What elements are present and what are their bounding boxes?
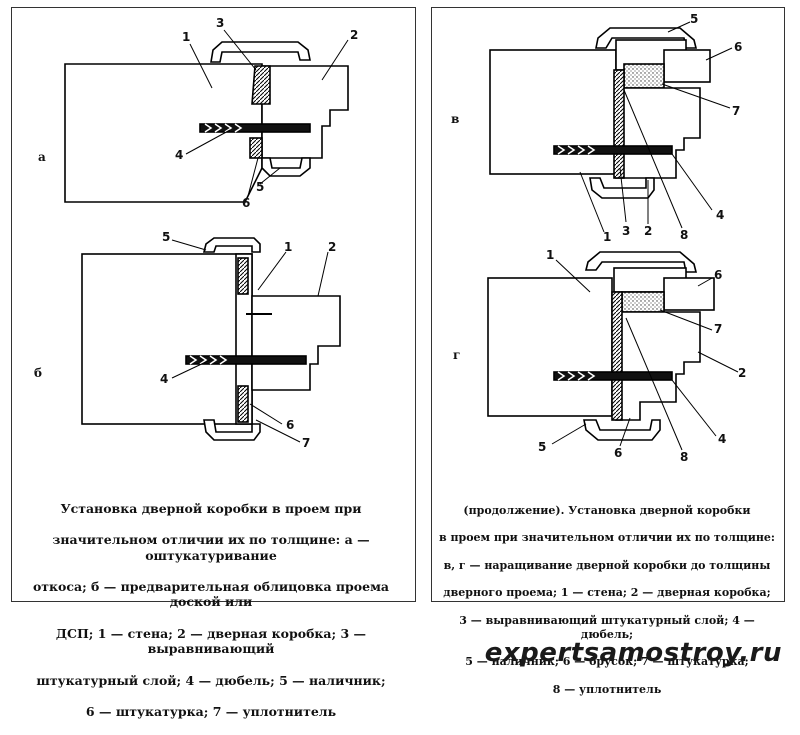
- door-frame-a: [261, 65, 349, 159]
- callout-g-5: 5: [538, 440, 547, 454]
- drawings: [64, 21, 739, 451]
- callout-b-6: 6: [286, 418, 295, 432]
- callout-g-2: 2: [738, 366, 747, 380]
- wall-a: [64, 63, 263, 203]
- callout-v-1: 1: [603, 230, 612, 244]
- figure-g-drawing: [487, 251, 715, 441]
- wall-b: [81, 253, 253, 425]
- door-frame-b: [251, 295, 341, 391]
- callout-g-1: 1: [546, 248, 555, 262]
- right-caption-line: в, г — наращивание дверной коробки до то…: [443, 558, 771, 572]
- callout-v-4: 4: [716, 208, 725, 222]
- callout-v-2: 2: [644, 224, 653, 238]
- callout-a-1: 1: [182, 30, 191, 44]
- left-caption-line: Установка дверной коробки в проем при: [60, 500, 362, 516]
- callout-b-7: 7: [302, 436, 311, 450]
- right-caption-line: в проем при значительном отличии их по т…: [439, 531, 775, 545]
- right-caption-line: 3 — выравнивающий штукатурный слой; 4 — …: [459, 613, 755, 641]
- callout-g-8: 8: [680, 450, 689, 464]
- block-6-v: [663, 49, 711, 83]
- callout-g-4: 4: [718, 432, 727, 446]
- callout-a-6: 6: [242, 196, 251, 210]
- callout-a-4: 4: [175, 148, 184, 162]
- callout-b-2: 2: [328, 240, 337, 254]
- figure-v-leaders: [579, 21, 733, 233]
- wall-g: [487, 277, 613, 417]
- figure-a-drawing: [64, 41, 349, 203]
- figure-g-letter: г: [453, 348, 461, 362]
- figure-b-letter: б: [34, 366, 43, 380]
- dowel-a: [199, 123, 311, 133]
- callout-a-2: 2: [350, 28, 359, 42]
- block-6-g: [663, 277, 715, 311]
- left-caption: Установка дверной коробки в проем при зн…: [14, 485, 408, 735]
- figure-b-leaders: [171, 239, 329, 443]
- callout-a-5: 5: [256, 180, 265, 194]
- figure-a-leaders: [185, 29, 349, 197]
- figure-a-letter: а: [38, 150, 46, 164]
- door-frame-g: [615, 311, 701, 421]
- right-caption: (продолжение). Установка дверной коробки…: [436, 490, 778, 710]
- right-caption-line: дверного проема; 1 — стена; 2 — дверная …: [443, 586, 771, 600]
- right-caption-line: 8 — уплотнитель: [552, 682, 662, 696]
- callout-v-7: 7: [732, 104, 741, 118]
- left-caption-line: откоса; б — предварительная облицовка пр…: [32, 578, 390, 610]
- right-caption-line: 5 — наличник; 6 — брусок; 7 — штукатурка…: [465, 655, 749, 668]
- callout-b-4: 4: [160, 372, 169, 386]
- figure-v-drawing: [489, 27, 711, 199]
- left-caption-line: штукатурный слой; 4 — дюбель; 5 — наличн…: [36, 672, 386, 688]
- callout-v-6: 6: [734, 40, 743, 54]
- callout-a-3: 3: [216, 16, 225, 30]
- plaster-layer-a: [251, 65, 271, 105]
- figure-b-drawing: [81, 237, 341, 441]
- callout-v-5: 5: [690, 12, 699, 26]
- left-caption-line: 6 — штукатурка; 7 — уплотнитель: [85, 703, 337, 719]
- figure-v-letter: в: [451, 112, 460, 126]
- watermark: expertsamostroy.ru: [484, 638, 782, 668]
- door-frame-v: [615, 87, 701, 179]
- left-caption-line: значительном отличии их по толщине: а — …: [52, 531, 370, 563]
- callout-g-6-top: 6: [714, 268, 723, 282]
- left-caption-line: ДСП; 1 — стена; 2 — дверная коробка; 3 —…: [55, 625, 367, 657]
- figure-g-leaders: [551, 259, 739, 451]
- callout-b-1: 1: [284, 240, 293, 254]
- callout-b-5: 5: [162, 230, 171, 244]
- callout-g-7: 7: [714, 322, 723, 336]
- callout-g-6-bottom: 6: [614, 446, 623, 460]
- wall-v: [489, 49, 617, 175]
- callout-v-3: 3: [622, 224, 631, 238]
- callout-v-8: 8: [680, 228, 689, 242]
- right-caption-line: (продолжение). Установка дверной коробки: [463, 503, 751, 517]
